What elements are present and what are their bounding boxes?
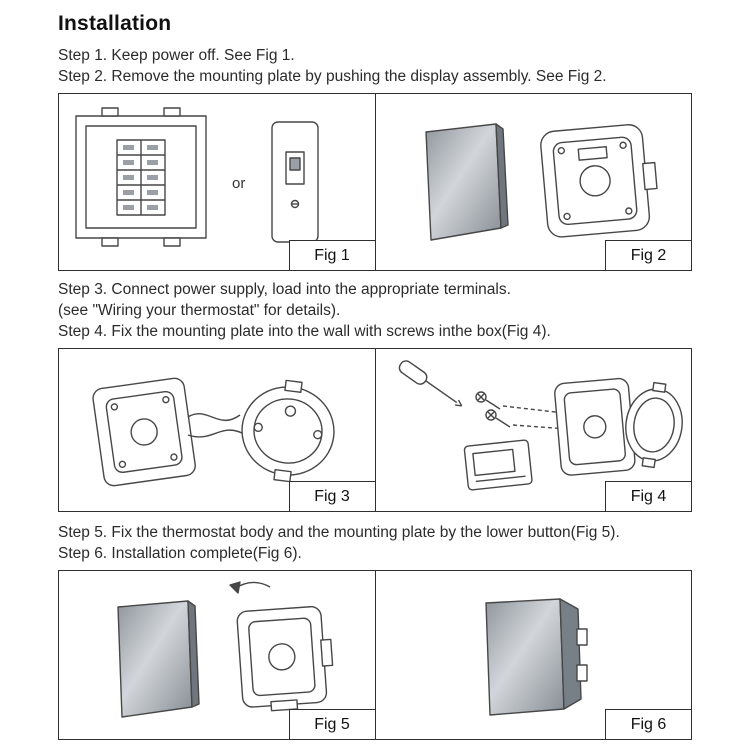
fig6-installation-complete-illustration (376, 571, 692, 735)
fig4-cell: Fig 4 (376, 349, 692, 511)
fig4-fix-plate-with-screws-illustration (376, 349, 692, 507)
figure-box-fig5-fig6: Fig 5 (58, 570, 692, 740)
fig2-label: Fig 2 (605, 240, 691, 270)
fig3-cell: Fig 3 (59, 349, 376, 511)
step-1-text: Step 1. Keep power off. See Fig 1. (58, 47, 295, 64)
fig6-label: Fig 6 (605, 709, 691, 739)
fig2-remove-plate-illustration (376, 94, 692, 266)
fig5-cell: Fig 5 (59, 571, 376, 739)
step-5-text: Step 5. Fix the thermostat body and the … (58, 524, 620, 541)
fig5-label: Fig 5 (288, 709, 375, 739)
figure-box-fig1-fig2: or Fig 1 (58, 93, 692, 271)
fig6-cell: Fig 6 (376, 571, 692, 739)
fig1-power-off-illustration: or (59, 94, 375, 266)
step-6-text: Step 6. Installation complete(Fig 6). (58, 545, 302, 562)
step-3-note-text: (see "Wiring your thermostat" for detail… (58, 302, 341, 319)
step-4-text: Step 4. Fix the mounting plate into the … (58, 323, 551, 340)
fig3-label: Fig 3 (288, 481, 375, 511)
step-2-text: Step 2. Remove the mounting plate by pus… (58, 68, 607, 85)
figure-box-fig3-fig4: Fig 3 (58, 348, 692, 512)
fig1-cell: or Fig 1 (59, 94, 376, 270)
or-text: or (232, 175, 245, 192)
fig2-cell: Fig 2 (376, 94, 692, 270)
step-3-text: Step 3. Connect power supply, load into … (58, 281, 511, 298)
fig3-plate-and-wallbox-illustration (59, 349, 375, 507)
fig4-label: Fig 4 (605, 481, 691, 511)
page-title: Installation (58, 12, 172, 35)
fig5-attach-body-illustration (59, 571, 375, 735)
fig1-label: Fig 1 (288, 240, 375, 270)
